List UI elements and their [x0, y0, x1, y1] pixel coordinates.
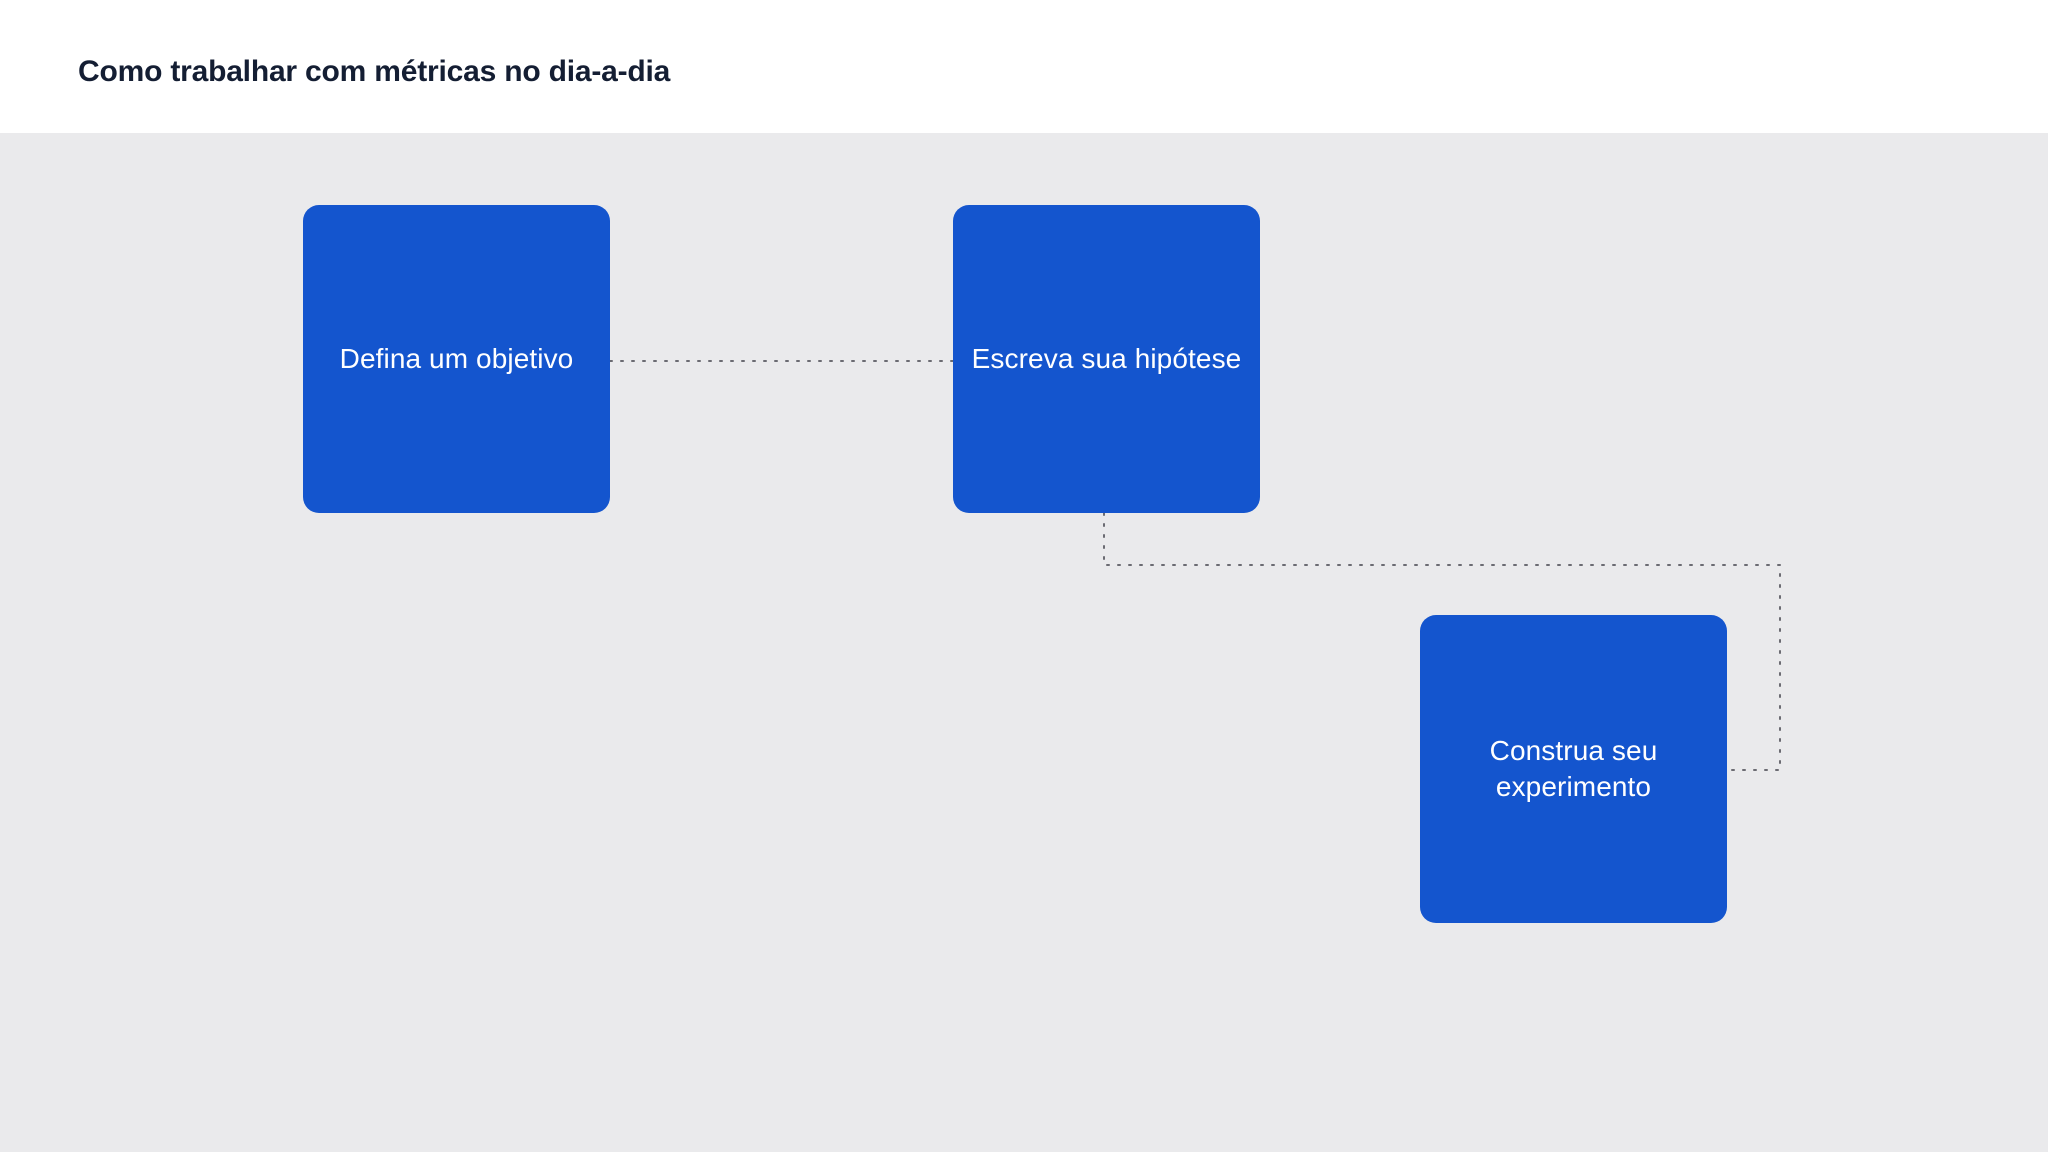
- flow-node-construa-seu-experimento[interactable]: Construa seu experimento: [1420, 615, 1727, 923]
- flow-node-defina-um-objetivo[interactable]: Defina um objetivo: [303, 205, 610, 513]
- diagram-area: Defina um objetivo Escreva sua hipótese …: [0, 133, 2048, 1152]
- flow-node-label: Construa seu experimento: [1489, 735, 1658, 802]
- page-title: Como trabalhar com métricas no dia-a-dia: [78, 55, 671, 88]
- slide-header: Como trabalhar com métricas no dia-a-dia: [0, 0, 2048, 133]
- flow-node-escreva-sua-hipotese[interactable]: Escreva sua hipótese: [953, 205, 1260, 513]
- flow-node-label: Escreva sua hipótese: [971, 343, 1242, 374]
- flow-node-label: Defina um objetivo: [339, 343, 574, 374]
